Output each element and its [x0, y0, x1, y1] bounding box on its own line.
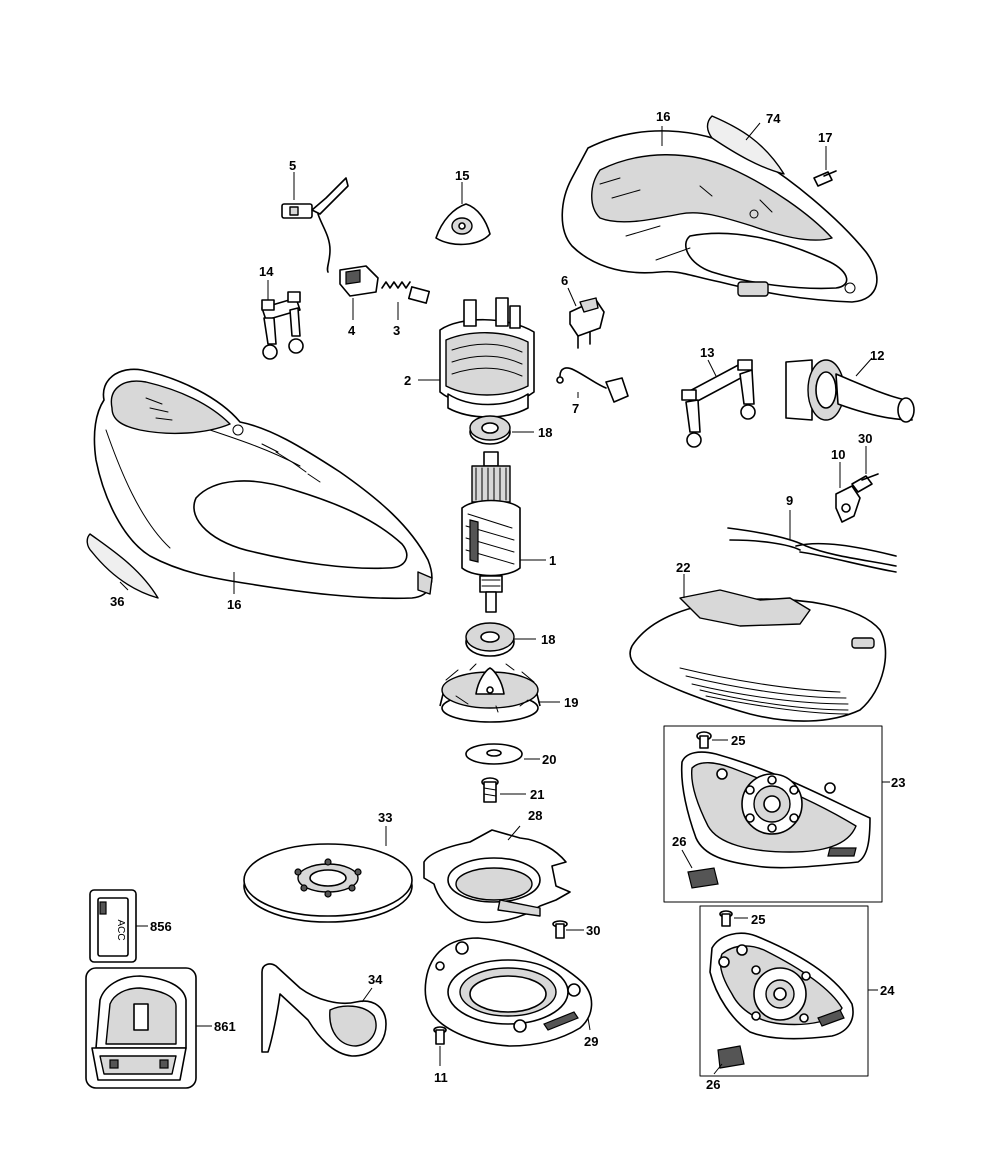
brush-holder-part-5: 5: [281, 158, 349, 273]
bearing-part-18-upper: 18: [469, 415, 552, 445]
sanding-pad-assembly-part-23: 23 25 26: [663, 725, 905, 903]
leader-16-right: 16: [656, 109, 670, 146]
cable-clamp-part-10: 10: [831, 447, 861, 523]
label-6: 6: [561, 273, 568, 288]
washer-part-20: 20: [465, 743, 556, 767]
label-7: 7: [572, 401, 579, 416]
label-12: 12: [870, 348, 884, 363]
label-19: 19: [564, 695, 578, 710]
label-10: 10: [831, 447, 845, 462]
label-861: 861: [214, 1019, 236, 1034]
label-17: 17: [818, 130, 832, 145]
acc-text: ACC: [115, 919, 126, 940]
label-26-upper: 26: [672, 834, 686, 849]
label-74: 74: [766, 111, 781, 126]
cap-part-15: 15: [435, 168, 491, 246]
label-plate-part-74: 74: [706, 111, 785, 175]
screw-part-30-middle: 30: [552, 920, 600, 939]
bracket-part-13: 13: [681, 345, 756, 448]
label-20: 20: [542, 752, 556, 767]
label-18-upper: 18: [538, 425, 552, 440]
accessory-label-part-856: ACC 856: [89, 889, 172, 963]
stator-part-2: 2: [404, 297, 535, 418]
round-pad-part-33: 33: [243, 810, 413, 923]
label-30-upper: 30: [858, 431, 872, 446]
label-14: 14: [259, 264, 274, 279]
label-34: 34: [368, 972, 383, 987]
detail-pad-assembly-part-24: 24 25 26: [699, 905, 895, 1092]
label-11: 11: [434, 1070, 448, 1085]
label-16-left: 16: [227, 597, 241, 612]
label-4: 4: [348, 323, 356, 338]
label-3: 3: [393, 323, 400, 338]
label-16-right: 16: [656, 109, 670, 124]
label-21: 21: [530, 787, 544, 802]
power-cord-part-9: 9: [727, 493, 897, 573]
base-housing-part-22: 22: [629, 560, 887, 722]
label-26-lower: 26: [706, 1077, 720, 1092]
label-5: 5: [289, 158, 296, 173]
label-9: 9: [786, 493, 793, 508]
label-25-upper: 25: [731, 733, 745, 748]
label-28: 28: [528, 808, 542, 823]
carbon-brush-part-3: 3: [381, 281, 431, 338]
label-36: 36: [110, 594, 124, 609]
bracket-part-14: 14: [259, 264, 304, 360]
label-13: 13: [700, 345, 714, 360]
bearing-part-18-lower: 18: [465, 622, 555, 657]
label-plate-part-36: 36: [86, 533, 159, 609]
dust-port-part-12: 12: [785, 348, 915, 423]
screw-part-30-upper: 30: [851, 431, 879, 493]
label-856: 856: [150, 919, 172, 934]
wire-part-7: 7: [556, 367, 629, 416]
label-18-lower: 18: [541, 632, 555, 647]
label-24: 24: [880, 983, 895, 998]
housing-left-part-16: 16: [93, 368, 433, 612]
label-30-middle: 30: [586, 923, 600, 938]
label-33: 33: [378, 810, 392, 825]
label-15: 15: [455, 168, 469, 183]
shroud-part-28: 28: [423, 808, 571, 924]
carry-case-part-861: 861: [85, 967, 236, 1089]
brush-box-part-4: 4: [339, 265, 379, 338]
finger-attachment-part-34: 34: [261, 963, 387, 1057]
screw-part-11: 11: [433, 1026, 448, 1085]
label-2: 2: [404, 373, 411, 388]
armature-part-1: 1: [461, 451, 556, 613]
label-25-lower: 25: [751, 912, 765, 927]
label-29: 29: [584, 1034, 598, 1049]
label-1: 1: [549, 553, 556, 568]
screw-part-17: 17: [813, 130, 837, 187]
housing-right-part-16: [561, 130, 878, 303]
fan-part-19: 19: [439, 663, 578, 723]
screw-part-21: 21: [481, 777, 544, 803]
base-plate-part-29: 29: [424, 937, 598, 1049]
switch-part-6: 6: [561, 273, 605, 349]
label-22: 22: [676, 560, 690, 575]
label-23: 23: [891, 775, 905, 790]
